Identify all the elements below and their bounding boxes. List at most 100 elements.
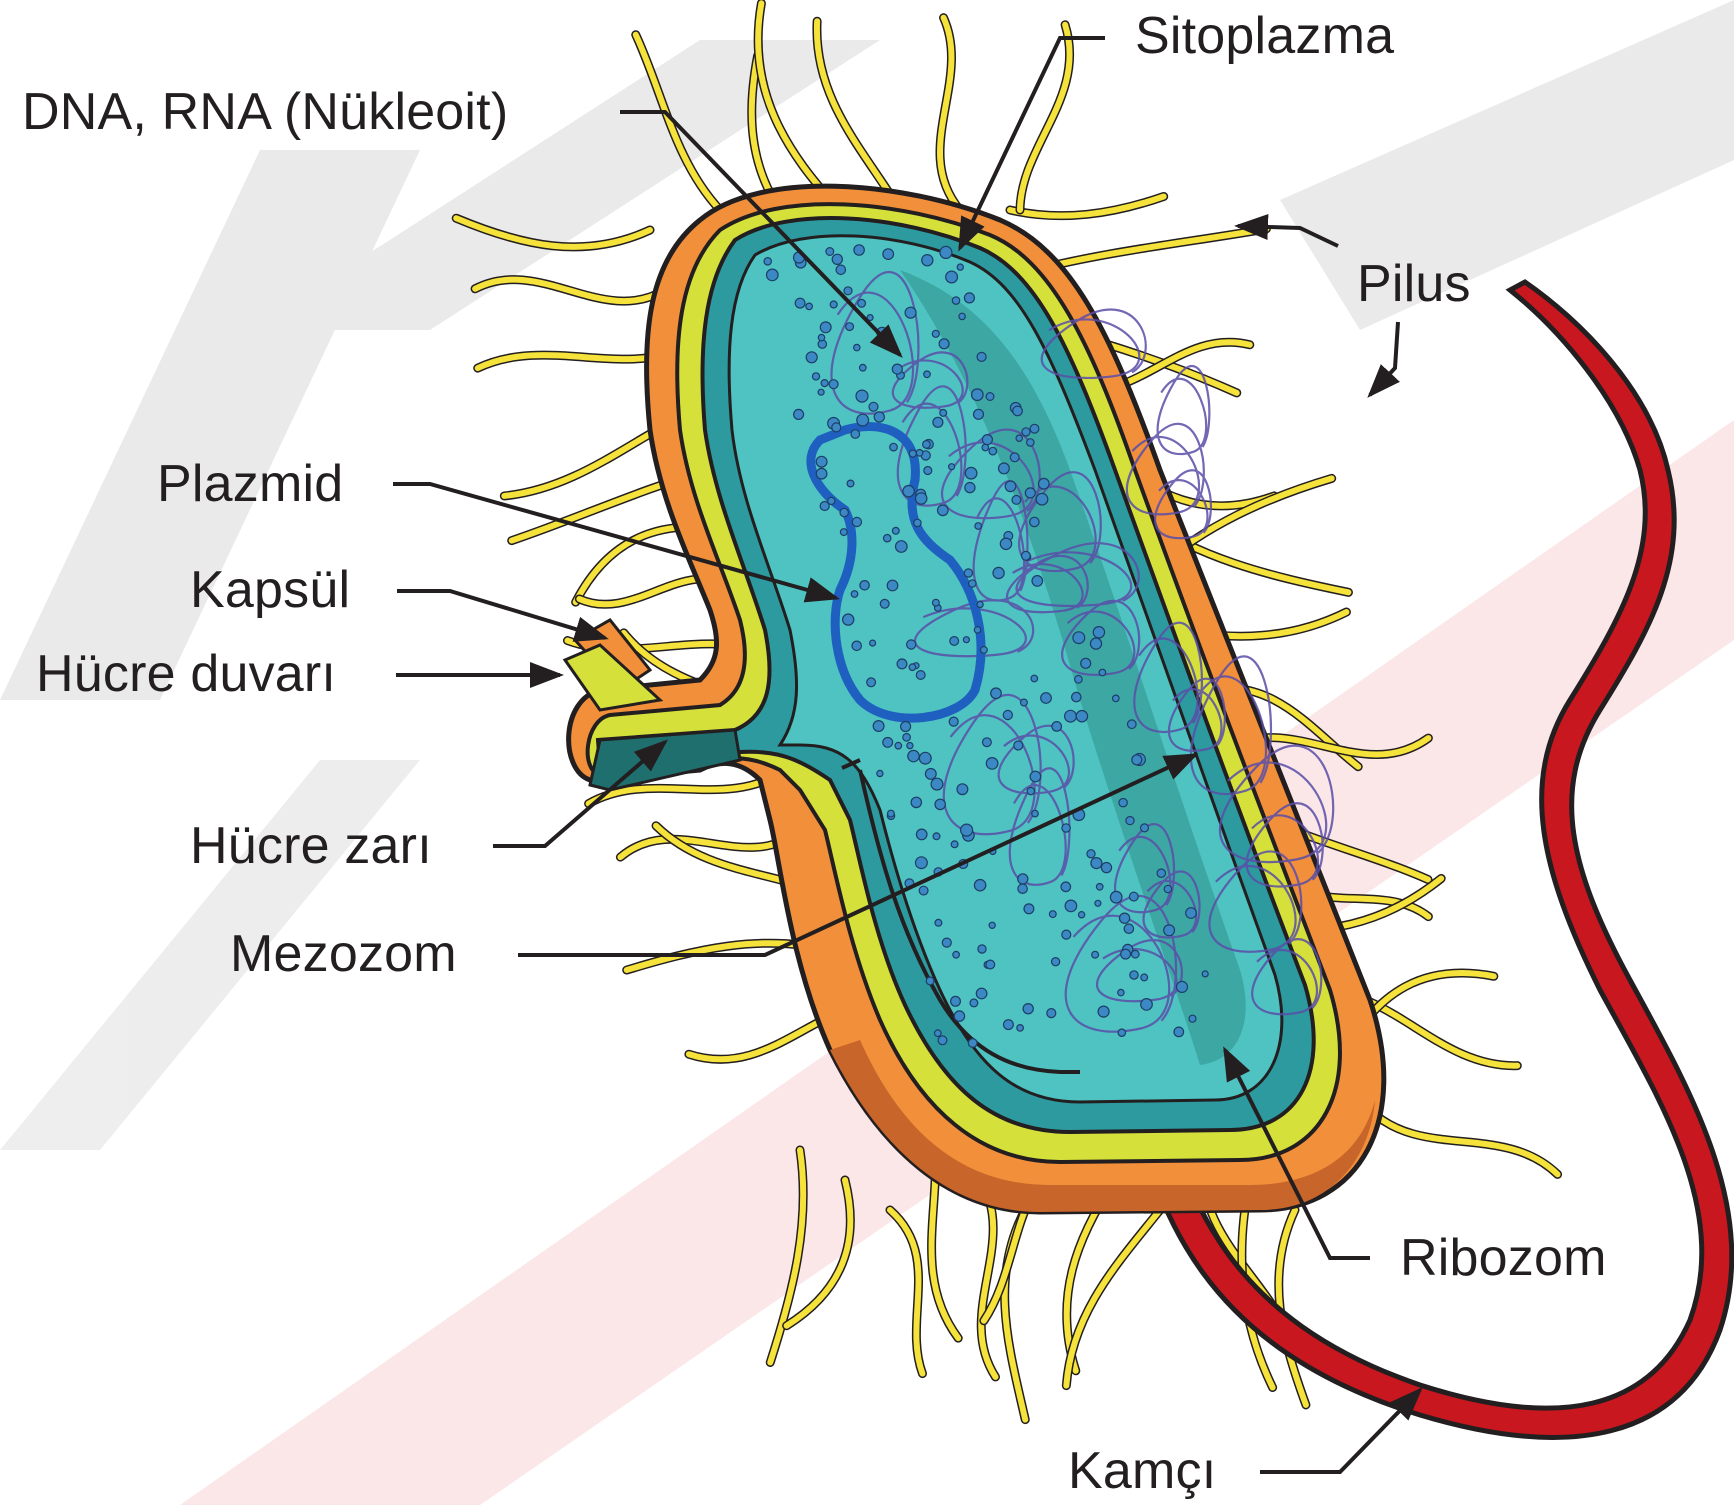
ribosome-dot [986, 758, 998, 770]
ribosome-dot [1132, 755, 1142, 765]
ribosome-dot [883, 738, 893, 748]
ribosome-dot [1031, 675, 1038, 682]
ribosome-dot [851, 430, 860, 439]
ribosome-dot [933, 599, 940, 606]
ribosome-dot [919, 886, 928, 895]
ribosome-dot [922, 255, 933, 266]
ribosome-dot [974, 627, 980, 633]
ribosome-dot [832, 254, 842, 264]
ribosome-dot [903, 734, 911, 742]
ribosome-dot [1062, 824, 1070, 832]
ribosome-dot [844, 287, 852, 295]
ribosome-dot [1095, 900, 1101, 906]
ribosome-dot [1062, 930, 1071, 939]
pilus-strand [890, 1210, 922, 1374]
label-kapsul: Kapsül [190, 564, 350, 616]
ribosome-dot [832, 423, 841, 432]
ribosome-dot [877, 770, 883, 776]
ribosome-dot [1091, 858, 1102, 869]
ribosome-dot [1022, 551, 1031, 560]
ribosome-dot [1096, 884, 1103, 891]
ribosome-dot [867, 678, 876, 687]
ribosome-dot [907, 640, 916, 649]
ribosome-dot [883, 249, 894, 260]
ribosome-dot [916, 450, 923, 457]
ribosome-dot [874, 412, 884, 422]
ribosome-dot [895, 742, 902, 749]
ribosome-dot [1023, 1004, 1033, 1014]
ribosome-dot [873, 721, 884, 732]
ribosome-dot [981, 647, 988, 654]
ribosome-dot [1003, 710, 1012, 719]
ribosome-dot [1118, 989, 1124, 995]
ribosome-dot [828, 497, 835, 504]
ribosome-dot [959, 313, 965, 319]
ribosome-dot [949, 464, 955, 470]
ribosome-dot [916, 493, 927, 504]
ribosome-dot [916, 829, 927, 840]
ribosome-dot [826, 248, 834, 256]
ribosome-dot [999, 463, 1010, 474]
ribosome-dot [957, 264, 963, 270]
ribosome-dot [1141, 999, 1153, 1011]
ribosome-dot [806, 352, 817, 363]
ribosome-dot [924, 371, 931, 378]
ribosome-dot [1072, 692, 1081, 701]
ribosome-dot [880, 599, 889, 608]
ribosome-dot [1047, 1009, 1056, 1018]
ribosome-dot [1041, 693, 1052, 704]
ribosome-dot [986, 960, 995, 969]
ribosome-dot [1090, 638, 1101, 649]
ribosome-dot [852, 517, 861, 526]
ribosome-dot [870, 640, 876, 646]
ribosome-dot [846, 323, 854, 331]
ribosome-dot [924, 467, 932, 475]
label-ribozom: Ribozom [1400, 1232, 1607, 1284]
ribosome-dot [1120, 913, 1130, 923]
ribosome-dot [858, 299, 866, 307]
ribosome-dot [1130, 971, 1138, 979]
ribosome-dot [1027, 439, 1034, 446]
ribosome-dot [830, 301, 837, 308]
ribosome-dot [1164, 925, 1175, 936]
ribosome-dot [940, 410, 947, 417]
ribosome-dot [925, 769, 936, 780]
ribosome-dot [952, 297, 959, 304]
ribosome-dot [1129, 892, 1138, 901]
label-plazmid: Plazmid [157, 458, 343, 510]
ribosome-dot [916, 857, 928, 869]
ribosome-dot [857, 414, 869, 426]
ribosome-dot [911, 797, 921, 807]
ribosome-dot [989, 922, 995, 928]
ribosome-dot [1177, 981, 1188, 992]
ribosome-dot [897, 659, 907, 669]
ribosome-dot [1093, 627, 1104, 638]
ribosome-dot [884, 535, 891, 542]
ribosome-dot [816, 456, 827, 467]
ribosome-dot [1005, 481, 1016, 492]
ribosome-dot [806, 303, 813, 310]
ribosome-dot [1079, 912, 1085, 918]
label-pilus: Pilus [1357, 258, 1471, 310]
ribosome-dot [977, 601, 983, 607]
ribosome-dot [794, 409, 804, 419]
ribosome-dot [1012, 496, 1021, 505]
ribosome-dot [939, 339, 949, 349]
ribosome-dot [938, 1036, 947, 1045]
ribosome-dot [964, 569, 972, 577]
ribosome-dot [1099, 669, 1106, 676]
ribosome-dot [1052, 722, 1062, 732]
ribosome-dot [1076, 711, 1087, 722]
ribosome-dot [935, 919, 942, 926]
ribosome-dot [795, 298, 805, 308]
ribosome-dot [916, 671, 925, 680]
ribosome-dot [843, 614, 854, 625]
ribosome-dot [954, 1011, 964, 1021]
pilus-strand [1034, 229, 1266, 270]
ribosome-dot [854, 344, 860, 350]
label-hucre-duvari: Hücre duvarı [36, 648, 336, 700]
ribosome-dot [856, 390, 868, 402]
ribosome-dot [1132, 950, 1140, 958]
ribosome-dot [914, 519, 921, 526]
